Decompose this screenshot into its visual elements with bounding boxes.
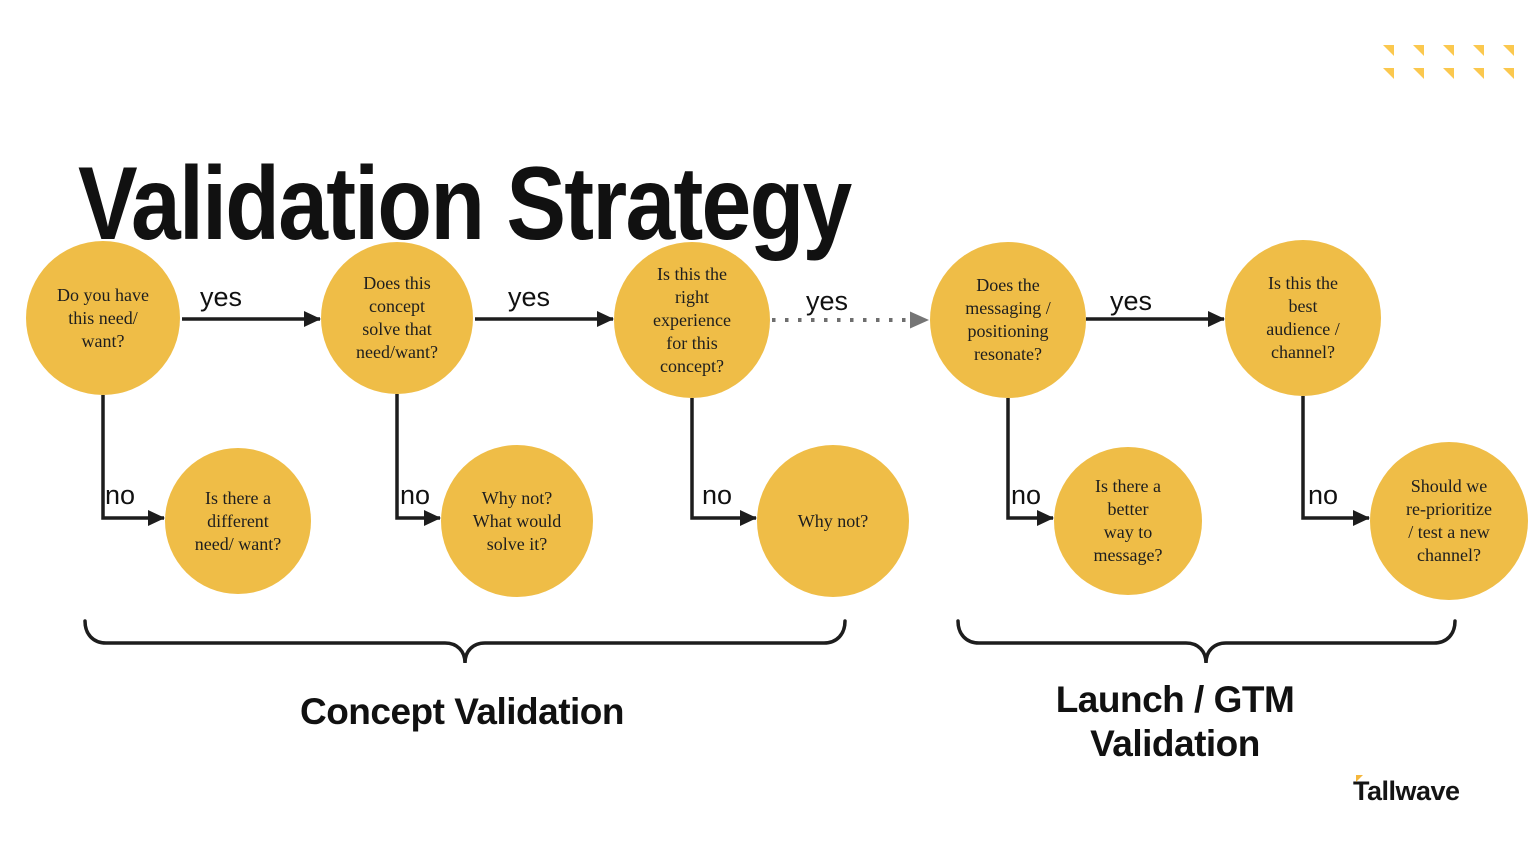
triangle-icon [1383,45,1394,56]
node-reprioritize-test-channel: Should we re-prioritize / test a new cha… [1370,442,1528,600]
triangle-icon [1383,68,1394,79]
node-text: Is this the right experience for this co… [653,263,731,376]
no-label-1: no [104,480,136,510]
section-label-concept-validation: Concept Validation [299,691,625,732]
node-do-you-have-need: Do you have this need/ want? [26,241,180,395]
no-label-5: no [1307,480,1339,510]
yes-label-2: yes [507,282,551,312]
node-text: Why not? What would solve it? [472,487,562,554]
concept-validation-brace [83,619,847,664]
page-title: Validation Strategy [78,145,852,262]
node-best-audience-channel: Is this the best audience / channel? [1225,240,1381,396]
node-different-need: Is there a different need/ want? [165,448,311,594]
yes-label-3: yes [805,286,849,316]
yes-label-4: yes [1109,286,1153,316]
triangle-icon [1413,45,1424,56]
corner-decoration [1383,45,1533,91]
no-label-4: no [1010,480,1042,510]
triangle-icon [1413,68,1424,79]
triangle-icon [1473,68,1484,79]
node-text: Is there a better way to message? [1093,476,1163,565]
triangle-icon [1443,45,1454,56]
node-why-not: Why not? [757,445,909,597]
triangle-icon [1503,45,1514,56]
node-messaging-resonate: Does the messaging / positioning resonat… [930,242,1086,398]
section-label-launch-gtm-validation: Launch / GTM Validation [1055,679,1295,764]
tallwave-logo: Tallwave [1353,775,1460,807]
yes-label-1: yes [199,282,243,312]
no-label-3: no [701,480,733,510]
launch-gtm-brace [956,619,1457,664]
node-text: Should we re-prioritize / test a new cha… [1406,476,1492,565]
node-concept-solve-need: Does this concept solve that need/want? [321,242,473,394]
triangle-icon [1473,45,1484,56]
node-text: Is this the best audience / channel? [1266,273,1340,362]
no-label-2: no [399,480,431,510]
node-text: Does the messaging / positioning resonat… [965,275,1051,364]
node-text: Is there a different need/ want? [194,487,282,554]
triangle-icon [1503,68,1514,79]
node-better-way-to-message: Is there a better way to message? [1054,447,1202,595]
node-text: Why not? [797,510,869,531]
node-text: Does this concept solve that need/want? [356,273,438,362]
node-text: Do you have this need/ want? [57,284,149,351]
node-right-experience: Is this the right experience for this co… [614,242,770,398]
logo-text: Tallwave [1353,776,1460,806]
triangle-icon [1443,68,1454,79]
logo-accent-icon [1356,775,1363,782]
node-why-not-what-would-solve: Why not? What would solve it? [441,445,593,597]
